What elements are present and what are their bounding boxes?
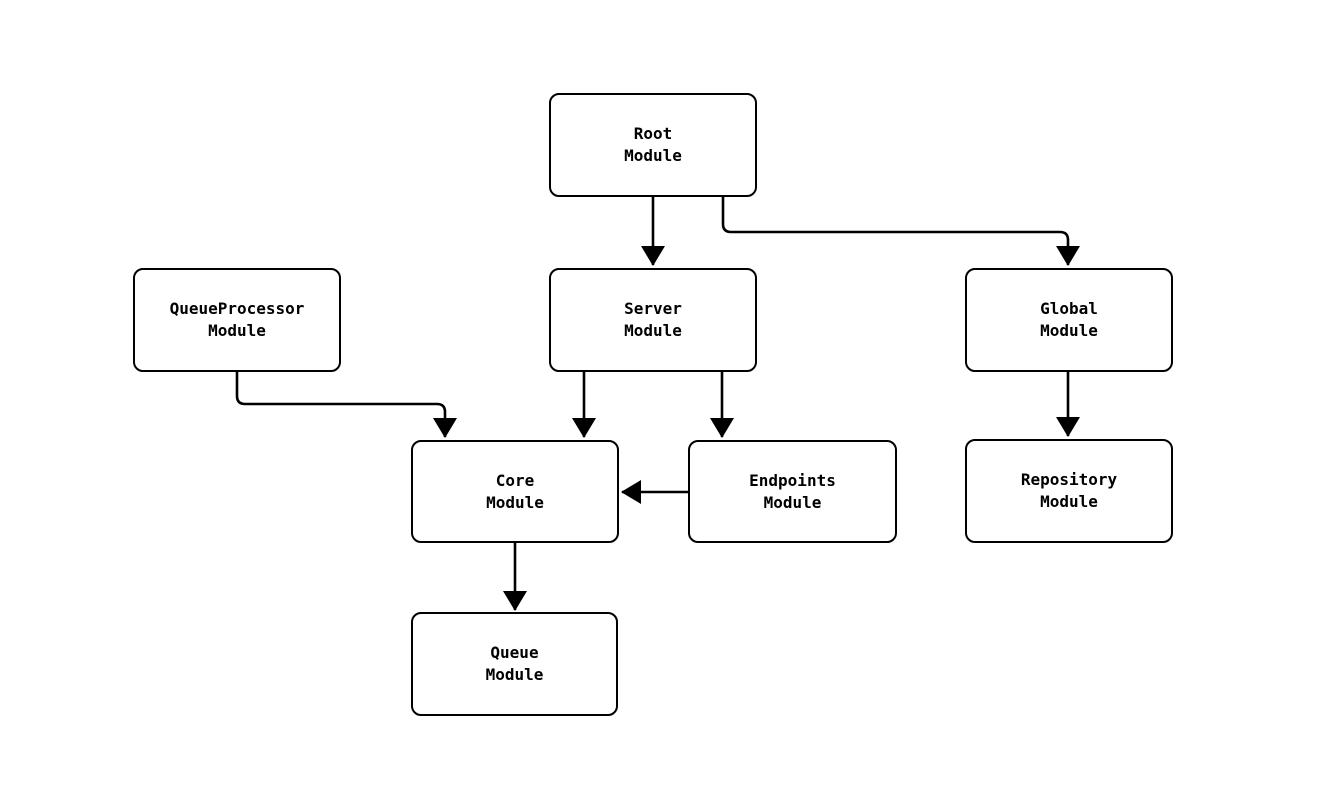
- node-label-line: Module: [624, 146, 682, 165]
- node-label-line: Module: [486, 492, 544, 512]
- node-label-line: Module: [624, 321, 682, 340]
- node-label-line: Module: [1040, 492, 1098, 511]
- node-server-module: Server Module: [549, 268, 757, 372]
- node-label-line: Endpoints: [749, 470, 836, 490]
- edge-root-to-global: [721, 197, 1080, 266]
- node-label-line: Global: [1040, 299, 1098, 318]
- node-global-module: Global Module: [965, 268, 1173, 372]
- node-label-line: Server: [624, 299, 682, 318]
- node-queueprocessor-module: QueueProcessor Module: [133, 268, 341, 372]
- node-queue-module: Queue Module: [411, 612, 618, 716]
- node-endpoints-module: Endpoints Module: [688, 440, 897, 543]
- node-label-line: QueueProcessor: [169, 299, 305, 318]
- node-label-line: Queue: [490, 643, 539, 662]
- node-label-line: Repository: [1020, 470, 1118, 489]
- node-label-line: Module: [1040, 321, 1098, 340]
- node-label-line: Module: [763, 492, 822, 512]
- node-label-line: Core: [495, 470, 535, 490]
- edge-queueprocessor-to-core: [235, 372, 457, 438]
- node-label-line: Root: [633, 124, 673, 143]
- node-root-module: Root Module: [549, 93, 757, 197]
- node-label-line: Module: [208, 321, 266, 340]
- node-core-module: Core Module: [411, 440, 619, 543]
- node-repository-module: Repository Module: [965, 439, 1173, 543]
- node-label-line: Module: [485, 665, 544, 684]
